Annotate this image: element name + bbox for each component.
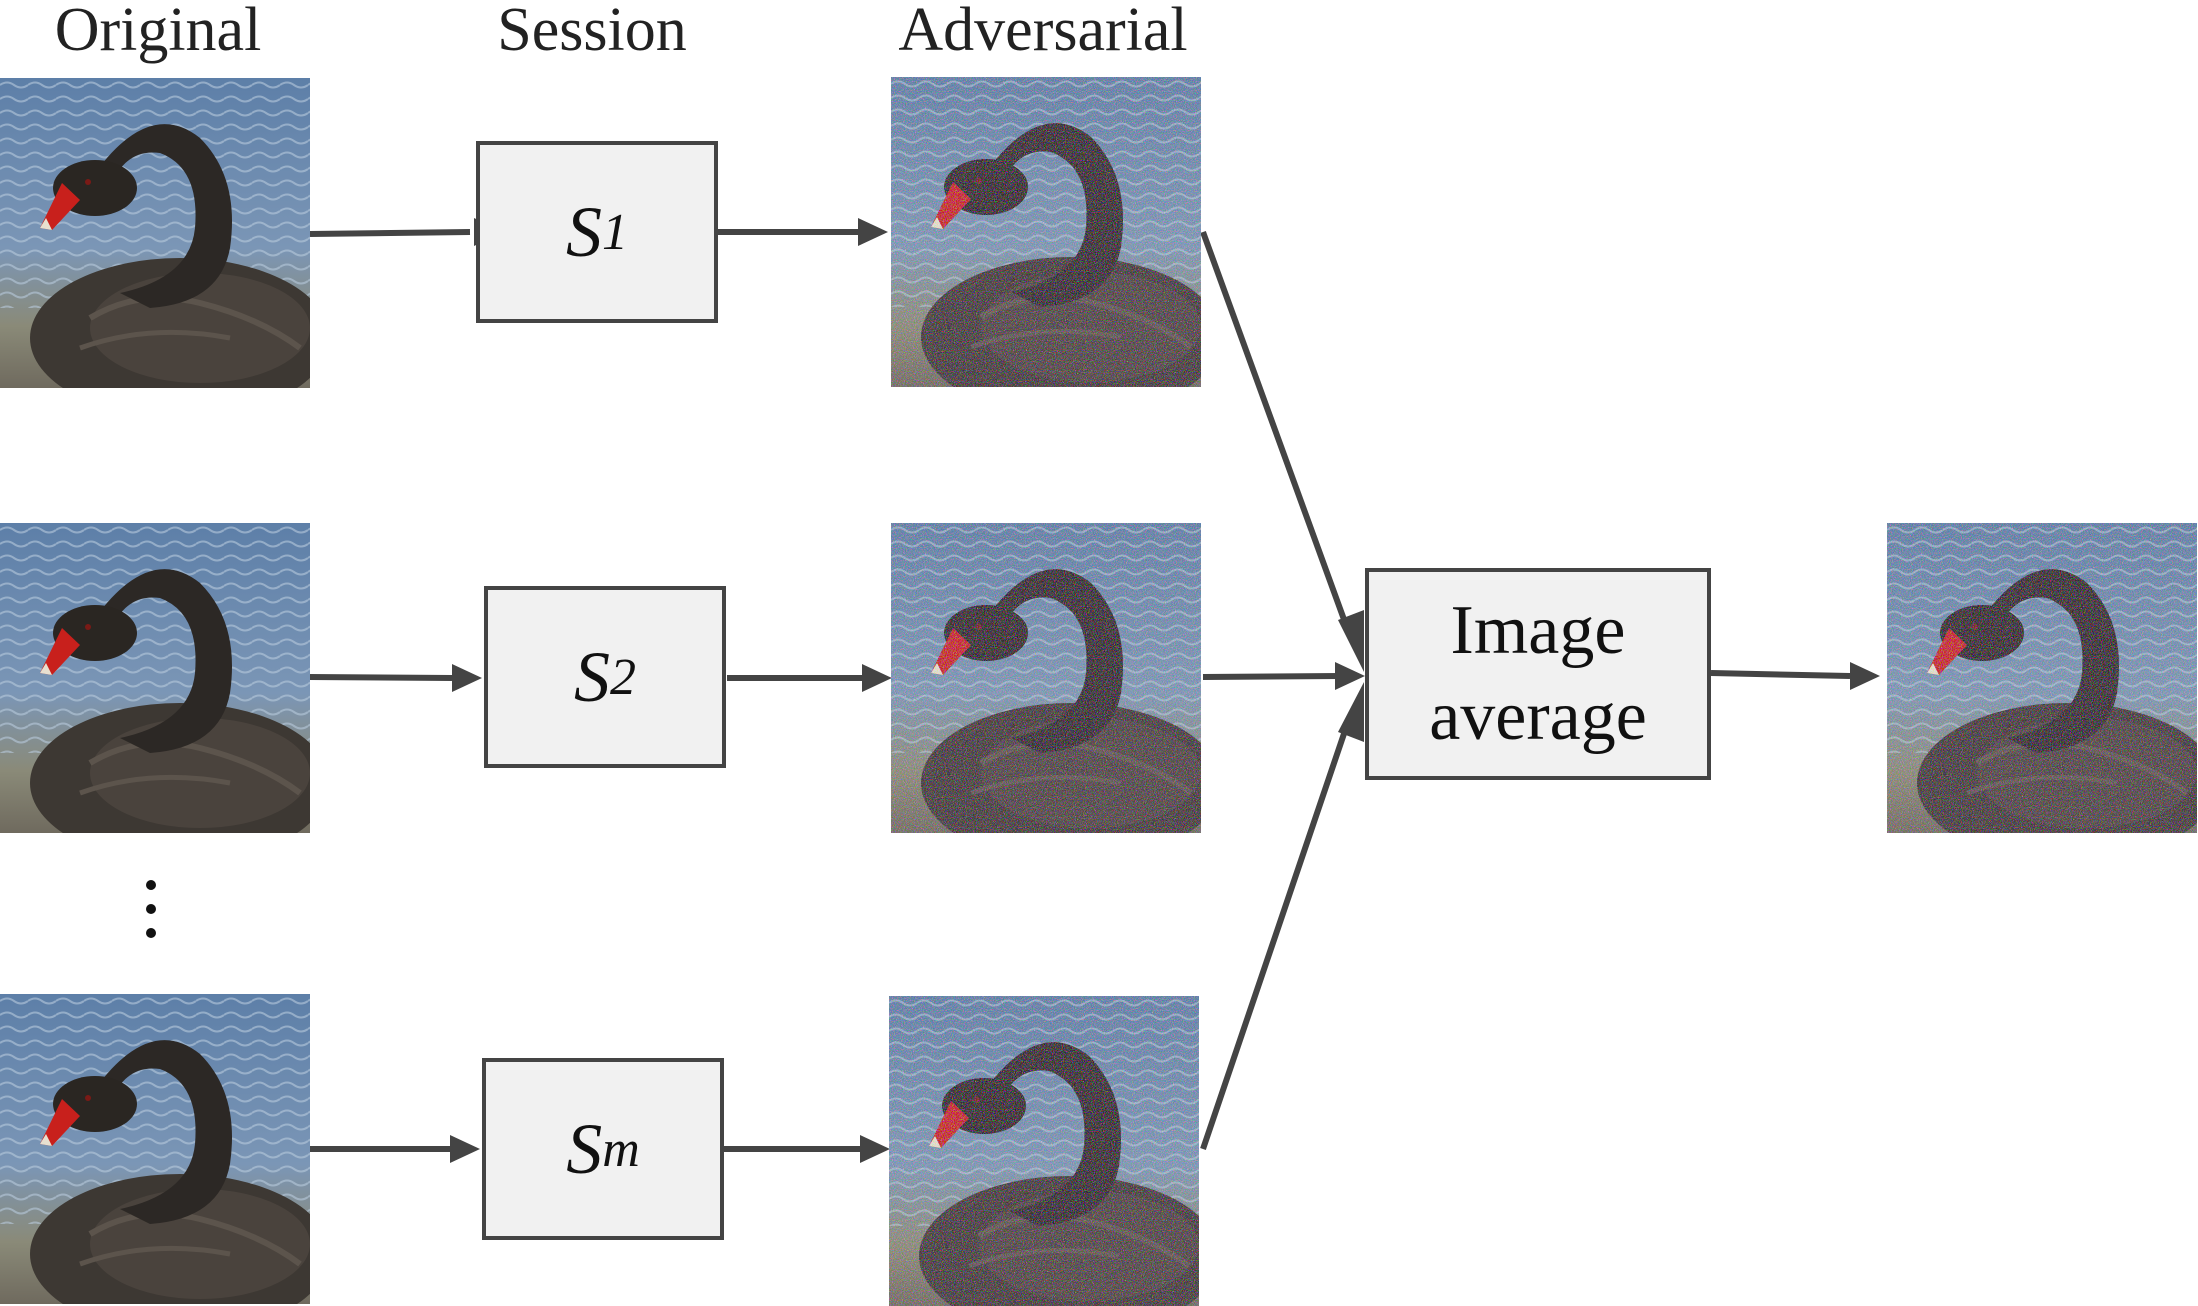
arrowhead xyxy=(858,218,888,246)
dot xyxy=(146,880,156,890)
session-subscript: 1 xyxy=(602,203,628,261)
dot xyxy=(146,904,156,914)
arrow-original2-to-s2 xyxy=(307,674,453,681)
session-subscript: 2 xyxy=(610,648,636,706)
arrow-original1-to-s1 xyxy=(309,229,471,237)
average-line1: Image xyxy=(1450,592,1626,669)
arrowhead xyxy=(1338,610,1364,672)
header-original: Original xyxy=(54,0,262,64)
original-image-2 xyxy=(0,523,310,833)
arrowhead xyxy=(452,664,482,692)
session-symbol: S xyxy=(566,191,602,272)
arrowhead xyxy=(862,664,892,692)
arrowhead xyxy=(1338,682,1364,742)
arrow-advm-to-average xyxy=(1200,715,1353,1150)
header-adversarial: Adversarial xyxy=(898,0,1188,64)
session-subscript: m xyxy=(602,1120,640,1178)
output-averaged-image xyxy=(1887,523,2197,833)
session-symbol: S xyxy=(574,636,610,717)
arrowhead xyxy=(1335,662,1365,690)
adversarial-image-2 xyxy=(891,523,1201,833)
original-image-m xyxy=(0,994,310,1304)
average-line2: average xyxy=(1429,678,1647,755)
dot xyxy=(146,928,156,938)
image-average-box: Image average xyxy=(1365,568,1711,780)
adversarial-image-1 xyxy=(891,77,1201,387)
adversarial-image-m xyxy=(889,996,1199,1306)
arrowhead xyxy=(860,1135,890,1163)
header-session: Session xyxy=(497,0,687,64)
arrow-adv1-to-average xyxy=(1200,230,1353,638)
ellipsis-dots xyxy=(146,880,158,952)
original-image-1 xyxy=(0,78,310,388)
arrow-average-to-output xyxy=(1710,670,1851,679)
arrowhead xyxy=(450,1135,480,1163)
session-symbol: S xyxy=(566,1108,603,1189)
arrowhead xyxy=(1850,662,1880,690)
arrow-adv2-to-average xyxy=(1202,673,1341,680)
